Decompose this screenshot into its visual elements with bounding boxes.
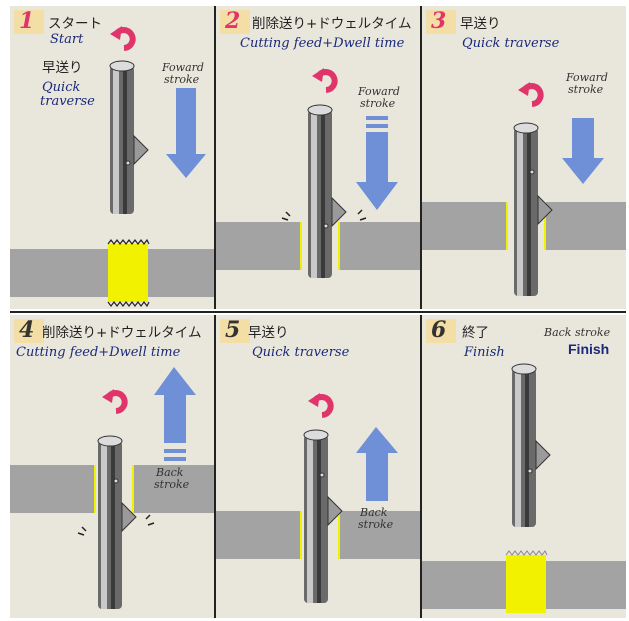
tool [109,60,149,214]
step-badge [426,10,456,34]
title-jp: 終了 [462,325,489,341]
step-number: 5 [225,317,241,343]
title-en: Cutting feed+Dwell time [240,36,405,51]
mode-en-line1: Quick [42,80,81,95]
stroke-label-line2: stroke [164,73,200,86]
step-badge [220,319,250,343]
title-jp: 早送り [248,325,289,341]
tool [303,429,343,603]
panel-2-graphic [216,68,420,278]
rotation-arrow [314,394,334,418]
tool [307,104,347,278]
step-badge [220,10,250,34]
panel-6-graphic [422,363,626,613]
step-number: 4 [19,317,35,343]
panel-3-quick-traverse: 3 早送り Quick traverse Foward stroke [422,6,626,309]
step-number: 1 [19,8,35,34]
panel-5-graphic [216,393,420,603]
title-jp: 削除送り+ドウェルタイム [42,325,202,341]
panel-2-cutting-feed: 2 削除送り+ドウェルタイム Cutting feed+Dwell time F… [216,6,420,309]
title-en: Quick traverse [462,36,560,51]
stroke-label-line1: Foward [358,85,400,98]
step-badge [14,10,44,34]
divider [10,311,626,313]
stroke-label-line2: stroke [568,83,604,96]
panel-4-graphic [10,367,214,609]
title-jp: 早送り [460,16,501,32]
panel-4-cutting-feed: 4 削除送り+ドウェルタイム Cutting feed+Dwell time B… [10,315,214,618]
forward-arrow [356,132,398,210]
stroke-label-line1: Back [360,506,388,519]
step-number: 6 [431,317,447,343]
mode-jp: 早送り [42,60,83,76]
mode-en-line2: traverse [40,94,95,109]
panel-1-graphic [10,26,214,308]
back-arrow [154,367,196,443]
chip-yellow [506,555,546,613]
title-en: Finish [464,345,505,360]
stroke-label-line1: Foward [162,61,204,74]
panel-6-finish: 6 終了 Finish Back stroke Finish [422,315,626,618]
panel-1-start: 1 スタート Start 早送り Quick traverse Foward s… [10,6,214,309]
finish-label: Finish [568,341,610,357]
rotation-arrow [318,69,338,93]
rotation-arrow [108,390,128,414]
title-jp: 削除送り+ドウェルタイム [252,16,412,32]
title-jp: スタート [48,16,102,32]
step-badge [426,319,456,343]
back-arrow [356,427,398,501]
step-number: 2 [225,8,241,34]
stroke-label-line2: stroke [358,518,394,531]
title-en: Quick traverse [252,345,350,360]
title-en: Start [50,32,84,47]
step-badge [14,319,44,343]
forward-arrow [562,118,604,184]
tool [513,122,553,296]
tool [511,363,551,527]
stroke-label-line2: stroke [154,478,190,491]
title-en: Cutting feed+Dwell time [16,345,181,360]
process-diagram: 1 スタート Start 早送り Quick traverse Foward s… [10,6,629,621]
tool [97,435,137,609]
forward-arrow [166,88,206,178]
rotation-arrow [524,83,544,107]
rotation-arrow [116,27,136,51]
panel-5-quick-traverse: 5 早送り Quick traverse Back stroke [216,315,420,618]
stroke-label: Back stroke [544,326,611,339]
step-number: 3 [431,8,447,34]
stroke-label-line1: Back [156,466,184,479]
stroke-label-line1: Foward [566,71,608,84]
stroke-label-line2: stroke [360,97,396,110]
chip-yellow [108,244,148,302]
panel-3-graphic [422,82,626,296]
